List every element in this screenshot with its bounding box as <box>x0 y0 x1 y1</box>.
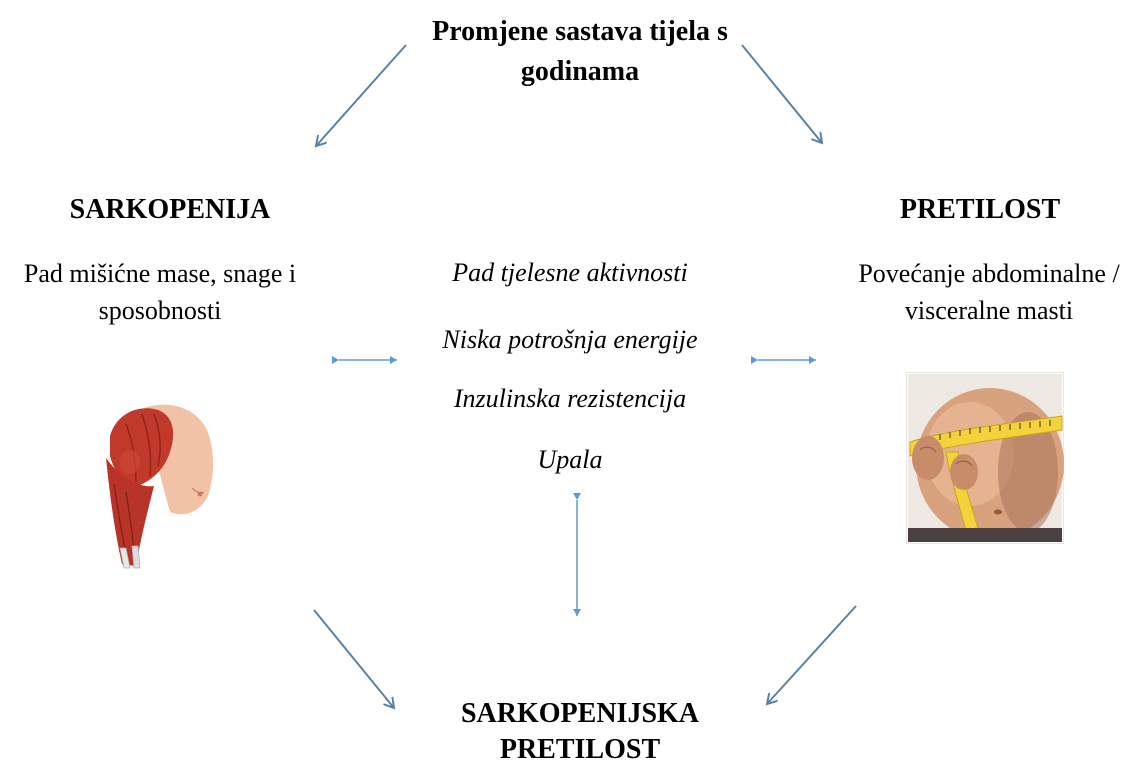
arrow-top-to-right <box>741 44 822 143</box>
factor-insulin-resistance: Inzulinska rezistencija <box>453 384 687 413</box>
factor-inflammation: Upala <box>537 445 603 474</box>
sarcopenic-obesity-title: SARKOPENIJSKA PRETILOST <box>460 698 700 765</box>
sarcopenia-title: SARKOPENIJA <box>69 194 271 225</box>
factor-physical-activity: Pad tjelesne aktivnosti <box>452 258 688 287</box>
sarcopenia-description: Pad mišićne mase, snage i sposobnosti <box>23 259 297 325</box>
factor-energy-expenditure: Niska potrošnja energije <box>442 325 698 354</box>
arrow-top-to-left <box>316 44 407 146</box>
obesity-description: Povećanje abdominalne / visceralne masti <box>858 259 1120 325</box>
obesity-title: PRETILOST <box>899 194 1061 225</box>
arrow-right-to-bottom <box>767 605 857 704</box>
measuring-tape-abdomen-icon <box>906 372 1064 544</box>
top-title: Promjene sastava tijela s godinama <box>432 16 728 87</box>
arrow-left-to-bottom <box>313 609 394 708</box>
muscular-arm-icon <box>106 404 213 569</box>
